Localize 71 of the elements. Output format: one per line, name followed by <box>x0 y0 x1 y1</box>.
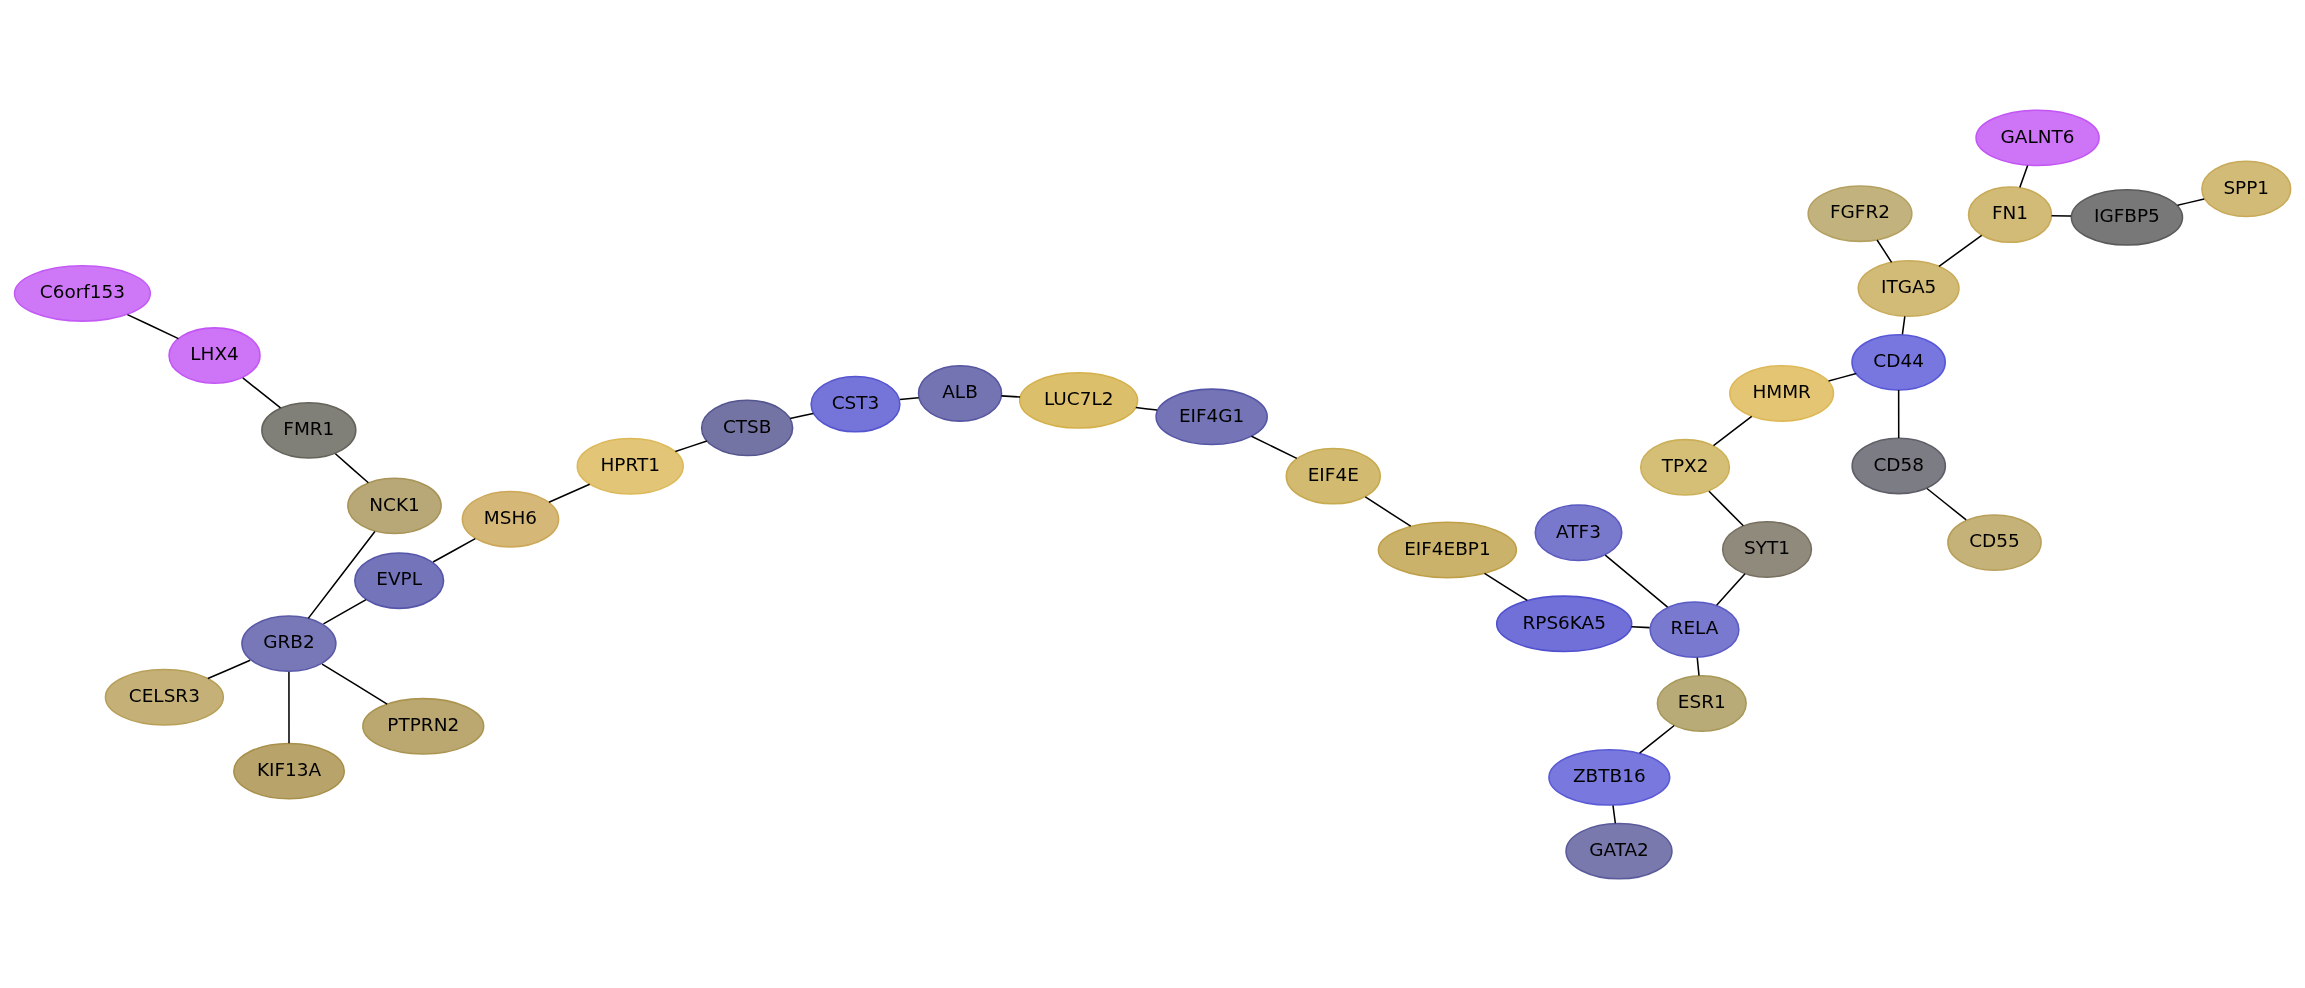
node-ellipse: EVPL <box>354 551 445 609</box>
connector <box>1135 406 1158 411</box>
node-ellipse: CELSR3 <box>104 668 225 726</box>
connector <box>1715 572 1746 606</box>
connector <box>1483 572 1529 601</box>
connector <box>1897 388 1900 439</box>
connector <box>1630 625 1651 628</box>
node-ellipse: LUC7L2 <box>1018 371 1139 429</box>
node-ellipse: IGFBP5 <box>2070 188 2184 246</box>
node-ellipse: FGFR2 <box>1807 184 1913 242</box>
node-ellipse: ZBTB16 <box>1548 748 1671 806</box>
node-ellipse: EIF4E <box>1285 447 1381 505</box>
node-ellipse: ALB <box>917 364 1003 422</box>
connector <box>1364 495 1412 527</box>
connector <box>899 396 920 400</box>
connector <box>207 659 251 679</box>
connector <box>2050 214 2072 217</box>
connector <box>674 439 708 452</box>
node-ellipse: NCK1 <box>347 476 442 534</box>
node-ellipse: CTSB <box>700 398 794 456</box>
node-ellipse: RELA <box>1649 600 1740 658</box>
node-ellipse: CD55 <box>1947 513 2042 571</box>
connector <box>1708 490 1745 526</box>
node-ellipse: EIF4G1 <box>1155 387 1268 445</box>
connector <box>126 313 180 339</box>
node-ellipse: HPRT1 <box>576 437 684 495</box>
node-ellipse: CD44 <box>1851 333 1946 391</box>
connector <box>1638 724 1675 754</box>
node-ellipse: MSH6 <box>461 490 560 548</box>
node-ellipse: C6orf153 <box>13 264 152 322</box>
connector <box>1712 415 1753 446</box>
node-ellipse: FMR1 <box>261 401 357 459</box>
node-ellipse: HMMR <box>1729 364 1835 422</box>
connector <box>242 376 282 409</box>
node-ellipse: FN1 <box>1967 185 2053 243</box>
node-ellipse: ITGA5 <box>1857 259 1960 317</box>
connector <box>789 412 815 419</box>
connector <box>1612 804 1617 824</box>
connector <box>307 530 376 619</box>
node-ellipse: CST3 <box>810 375 901 433</box>
connector <box>1250 434 1298 459</box>
connector <box>432 537 477 563</box>
connector <box>1876 238 1893 263</box>
node-ellipse: RPS6KA5 <box>1495 594 1633 652</box>
connector <box>1000 394 1021 398</box>
connector <box>1926 487 1967 521</box>
connector <box>2019 164 2029 188</box>
connector <box>322 598 367 625</box>
node-ellipse: CD58 <box>1851 437 1947 494</box>
node-ellipse: ESR1 <box>1656 674 1747 732</box>
node-ellipse: PTPRN2 <box>362 697 485 755</box>
connector <box>334 452 370 484</box>
node-ellipse: GATA2 <box>1565 822 1673 880</box>
node-ellipse: ATF3 <box>1534 503 1623 561</box>
node-ellipse: LHX4 <box>168 326 261 384</box>
node-ellipse: SYT1 <box>1721 520 1813 578</box>
connector <box>1604 553 1669 608</box>
node-ellipse: GALNT6 <box>1975 108 2100 166</box>
connector <box>548 482 591 503</box>
node-ellipse: TPX2 <box>1639 438 1731 496</box>
connector <box>1901 315 1906 335</box>
connector <box>321 662 388 705</box>
connector <box>1938 234 1983 267</box>
node-ellipse: SPP1 <box>2201 159 2292 217</box>
connector <box>2176 197 2205 206</box>
node-ellipse: GRB2 <box>241 614 337 672</box>
connector <box>1696 656 1700 676</box>
node-ellipse: KIF13A <box>233 742 345 800</box>
connector <box>288 670 290 744</box>
node-ellipse: EIF4EBP1 <box>1377 521 1518 578</box>
connector <box>1827 372 1857 382</box>
